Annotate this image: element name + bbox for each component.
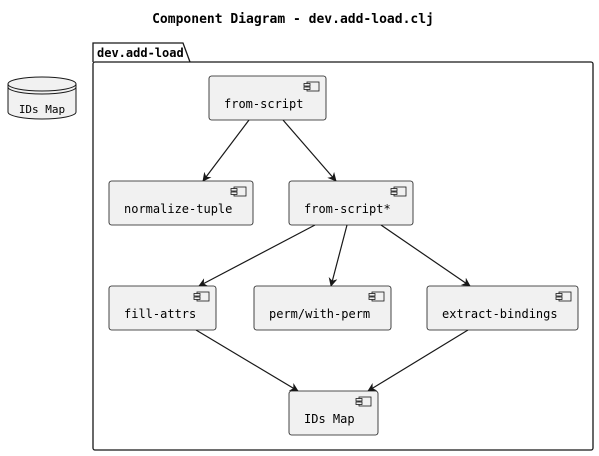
database-top [7, 76, 77, 92]
component-label: fill-attrs [124, 307, 196, 321]
component-icon [303, 81, 320, 92]
component-from-script-star[interactable]: from-script* [288, 180, 414, 226]
component-label: normalize-tuple [124, 202, 232, 216]
component-label: IDs Map [304, 412, 355, 426]
edges [195, 119, 471, 392]
edge-from-script-star-to-extract-bindings [380, 224, 471, 287]
component-label: perm/with-perm [269, 307, 370, 321]
component-label: from-script* [304, 202, 391, 216]
components: from-script normalize-tuple from-script* fi… [108, 75, 579, 436]
component-extract-bindings[interactable]: extract-bindings [426, 285, 579, 331]
component-box [253, 285, 392, 331]
edge-from-script-star-to-perm-with-perm [328, 224, 348, 287]
component-label: extract-bindings [442, 307, 558, 321]
component-perm-with-perm[interactable]: perm/with-perm [253, 285, 392, 331]
component-from-script[interactable]: from-script [208, 75, 327, 121]
component-icon [355, 396, 372, 407]
component-fill-attrs[interactable]: fill-attrs [108, 285, 217, 331]
component-icon [193, 291, 210, 302]
component-box [208, 75, 327, 121]
edge-extract-bindings-to-ids-map [367, 329, 469, 392]
package-dev-add-load: dev.add-load [92, 42, 594, 451]
ids-map-database[interactable]: IDs Map [7, 76, 77, 120]
database-label: IDs Map [19, 103, 65, 116]
component-icon [230, 186, 247, 197]
component-box [108, 285, 217, 331]
component-icon [390, 186, 407, 197]
component-icon [368, 291, 385, 302]
database-rim [7, 86, 77, 95]
edge-from-script-star-to-fill-attrs [198, 224, 316, 287]
edge-fill-attrs-to-ids-map [195, 329, 299, 392]
edge-from-script-to-from-script-star [282, 119, 337, 182]
package-label: dev.add-load [97, 46, 184, 60]
component-box [426, 285, 579, 331]
component-normalize-tuple[interactable]: normalize-tuple [108, 180, 254, 226]
component-ids-map[interactable]: IDs Map [288, 390, 379, 436]
package-frame [92, 61, 594, 451]
edge-from-script-to-normalize-tuple [202, 119, 250, 182]
component-label: from-script [224, 97, 303, 111]
component-box [108, 180, 254, 226]
component-icon [555, 291, 572, 302]
diagram-title: Component Diagram - dev.add-load.clj [152, 12, 434, 27]
package-tab [92, 42, 191, 63]
component-box [288, 180, 414, 226]
